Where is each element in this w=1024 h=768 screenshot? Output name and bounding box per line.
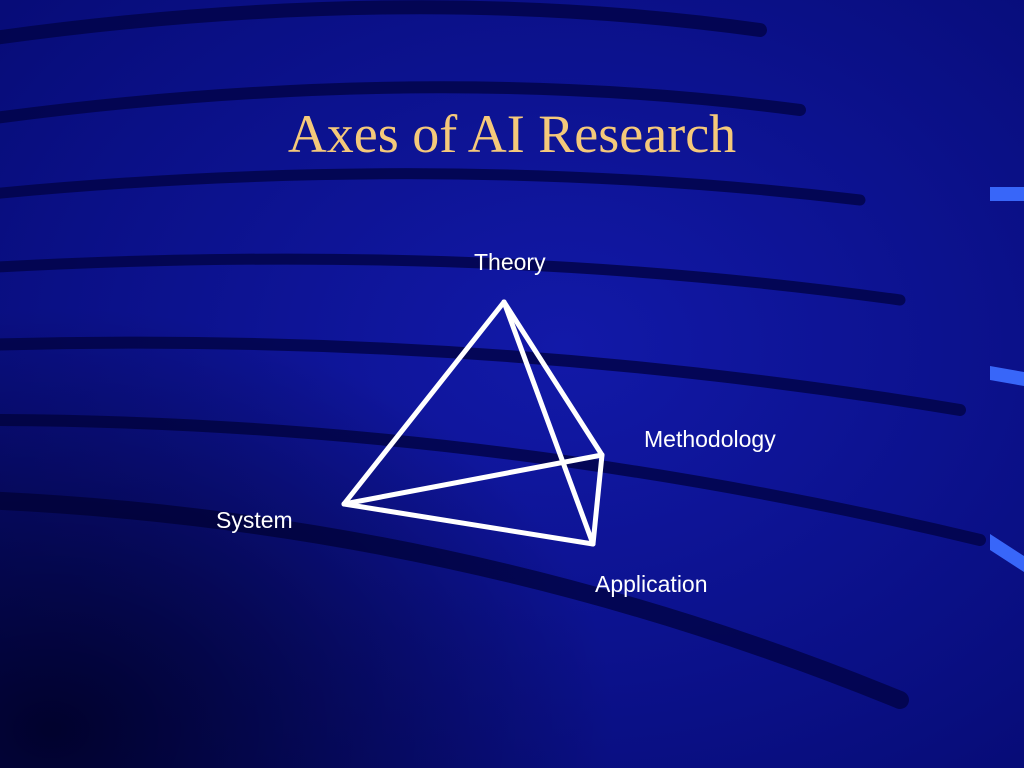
vertex-label-theory: Theory bbox=[474, 249, 546, 275]
vertex-label-methodology: Methodology bbox=[644, 426, 776, 452]
edge-theory-system bbox=[341, 299, 507, 507]
vertex-label-system: System bbox=[216, 507, 293, 533]
vertex-label-application: Application bbox=[595, 571, 708, 597]
edge-theory-methodology bbox=[501, 299, 605, 458]
edge-system-application bbox=[341, 501, 596, 547]
edge-methodology-application bbox=[590, 452, 605, 547]
edge-system-methodology bbox=[341, 452, 605, 507]
slide-title: Axes of AI Research bbox=[287, 104, 737, 164]
edge-theory-application bbox=[501, 299, 596, 547]
